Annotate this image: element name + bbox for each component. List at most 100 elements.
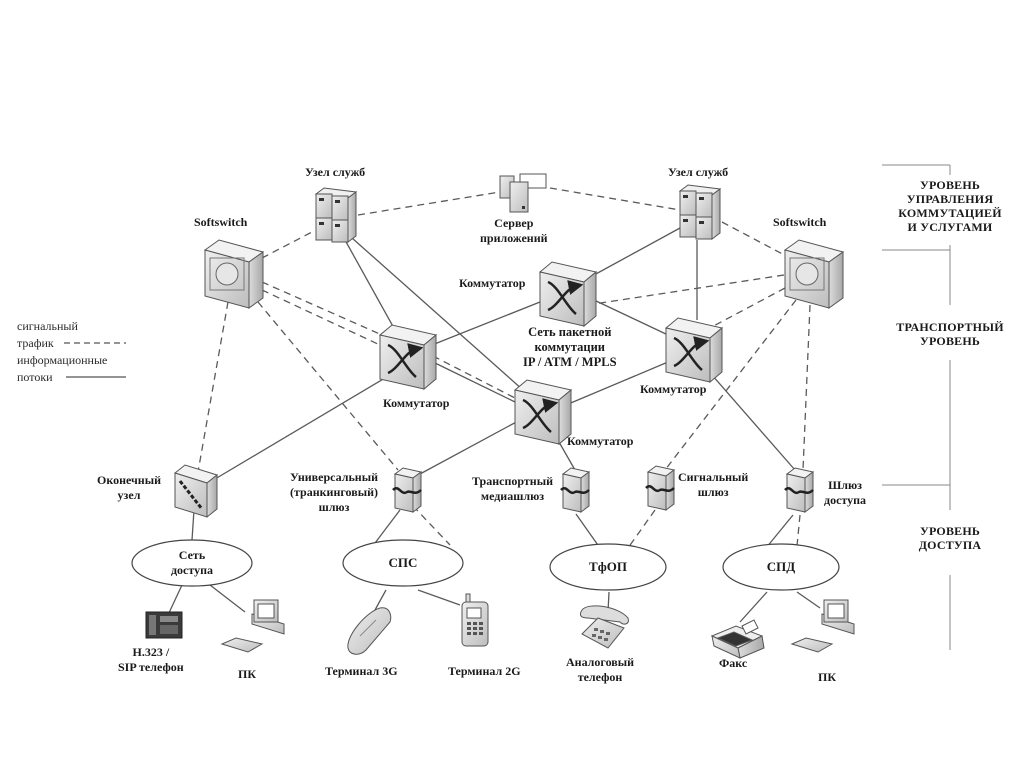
transport-media-gateway-label: Транспортный медиашлюз xyxy=(472,474,553,504)
pc-right-label: ПК xyxy=(818,670,837,684)
sip-phone-label: H.323 / SIP телефон xyxy=(118,645,184,675)
legend-lines xyxy=(64,342,126,378)
signal-gateway-line2: шлюз xyxy=(697,485,729,499)
mobile-3g-icon[interactable] xyxy=(347,607,392,655)
access-gateway-label: Шлюз доступа xyxy=(824,478,866,508)
packet-network-label: Сеть пакетной коммутации IP / ATM / MPLS xyxy=(523,325,617,370)
layer-access-line1: УРОВЕНЬ xyxy=(919,524,981,538)
app-server-label: Сервер приложений xyxy=(480,216,548,246)
ip-phone-icon[interactable] xyxy=(145,611,183,639)
link-switch-top-switch-right xyxy=(593,299,669,336)
softswitch-icon[interactable] xyxy=(783,239,845,309)
legend-info-line2: потоки xyxy=(17,370,53,384)
spd-label: СПД xyxy=(766,559,796,574)
universal-gateway-label: Универсальный (транкинговый) шлюз xyxy=(290,470,378,515)
packet-network-line3: IP / ATM / MPLS xyxy=(523,355,617,369)
server-rack-icon[interactable] xyxy=(314,187,358,243)
switch-icon[interactable] xyxy=(513,379,573,446)
app-server-label-line1: Сервер xyxy=(494,216,534,230)
universal-gateway-line1: Универсальный xyxy=(290,470,378,484)
end-node-icon[interactable] xyxy=(173,464,219,519)
link-service-node-right-softswitch-right xyxy=(721,221,791,259)
link-end-node-access-net xyxy=(191,509,195,541)
layer-access-line2: ДОСТУПА xyxy=(918,538,982,552)
link-service-node-left-app-server xyxy=(357,191,501,216)
layer-control-line4: И УСЛУГАМИ xyxy=(907,220,993,234)
link-universal-gateway-sps xyxy=(412,505,451,546)
switch-icon[interactable] xyxy=(538,261,598,328)
layer-transport-label: ТРАНСПОРТНЫЙ УРОВЕНЬ xyxy=(880,320,1020,348)
switch-right-label: Коммутатор xyxy=(640,382,707,396)
sip-phone-line1: H.323 / xyxy=(132,645,170,659)
end-node-line2: узел xyxy=(117,488,141,502)
switch-icon[interactable] xyxy=(664,317,724,384)
signal-gateway-label: Сигнальный шлюз xyxy=(678,470,748,500)
universal-gateway-line3: шлюз xyxy=(318,500,350,514)
link-switch-left-switch-top xyxy=(431,301,541,346)
layer-transport-line1: ТРАНСПОРТНЫЙ xyxy=(896,320,1004,334)
link-app-server-service-node-right xyxy=(549,187,681,211)
link-switch-right-access-gateway xyxy=(711,374,796,471)
link-service-node-left-switch-left xyxy=(344,239,396,331)
link-sps-terminal-2g xyxy=(417,589,461,606)
access-net-line2: доступа xyxy=(170,563,214,577)
gateway-icon[interactable] xyxy=(784,467,815,513)
access-gateway-line2: доступа xyxy=(824,493,867,507)
terminal-3g-label: Терминал 3G xyxy=(325,664,398,678)
gateway-icon[interactable] xyxy=(392,467,423,513)
transport-media-gateway-line2: медиашлюз xyxy=(480,489,545,503)
fax-label: Факс xyxy=(719,656,748,670)
switch-left-label: Коммутатор xyxy=(383,396,450,410)
link-softswitch-right-switch-right xyxy=(705,287,786,331)
access-net-label: Сеть доступа xyxy=(162,548,222,578)
link-spd-pc-right xyxy=(796,591,821,609)
link-access-gateway-spd-solid xyxy=(765,514,794,549)
tfop-label: ТфОП xyxy=(589,559,627,574)
terminal-2g-label: Терминал 2G xyxy=(448,664,521,678)
end-node-label: Оконечный узел xyxy=(97,473,161,503)
gateway-icon[interactable] xyxy=(560,467,591,513)
access-gateway-line1: Шлюз xyxy=(828,478,862,492)
switch-icon[interactable] xyxy=(378,324,438,391)
link-access-net-pc-left xyxy=(209,584,246,613)
mobile-2g-icon[interactable] xyxy=(461,593,489,647)
link-switch-center-switch-right xyxy=(565,361,669,406)
gateway-icon[interactable] xyxy=(645,465,676,511)
link-softswitch-left-service-node-left xyxy=(261,231,313,259)
packet-network-line1: Сеть пакетной xyxy=(528,325,612,339)
link-softswitch-left-universal-gateway xyxy=(257,301,399,471)
service-node-right-label: Узел служб xyxy=(668,165,729,179)
link-softswitch-left-switch-left-b xyxy=(261,289,381,346)
link-softswitch-right-access-gateway xyxy=(802,304,811,471)
signal-links xyxy=(197,187,811,549)
layer-brackets xyxy=(882,164,951,650)
analog-phone-icon[interactable] xyxy=(579,605,629,649)
access-net-line1: Сеть xyxy=(178,548,206,562)
fax-icon[interactable] xyxy=(710,619,765,659)
end-node-line1: Оконечный xyxy=(97,473,161,487)
link-access-net-sip-phone xyxy=(167,584,183,616)
network-sps xyxy=(342,539,464,587)
sip-phone-line2: SIP телефон xyxy=(118,660,184,674)
legend-signal-line1: сигнальный xyxy=(17,319,78,333)
link-universal-gateway-sps-solid xyxy=(371,509,401,548)
layer-control-label: УРОВЕНЬ УПРАВЛЕНИЯ КОММУТАЦИЕЙ И УСЛУГАМ… xyxy=(888,178,1012,234)
server-rack-icon[interactable] xyxy=(678,184,722,240)
info-links xyxy=(167,227,821,623)
link-transport-media-gateway-tfop xyxy=(575,513,601,549)
pc-icon[interactable] xyxy=(790,599,855,653)
link-switch-left-end-node xyxy=(209,377,386,483)
link-softswitch-left-end-node xyxy=(197,301,229,473)
link-softswitch-right-switch-top xyxy=(593,274,785,305)
pc-icon[interactable] xyxy=(220,599,285,653)
softswitch-icon[interactable] xyxy=(203,239,265,309)
link-signal-gateway-tfop xyxy=(627,509,656,549)
app-server-label-line2: приложений xyxy=(480,231,548,245)
network-access-net xyxy=(131,539,253,587)
pc-left-label: ПК xyxy=(238,667,257,681)
app-server-icon[interactable] xyxy=(499,173,547,213)
link-service-node-right-switch-top xyxy=(593,227,681,276)
packet-network-line2: коммутации xyxy=(534,340,605,354)
softswitch-left-label: Softswitch xyxy=(194,215,248,229)
